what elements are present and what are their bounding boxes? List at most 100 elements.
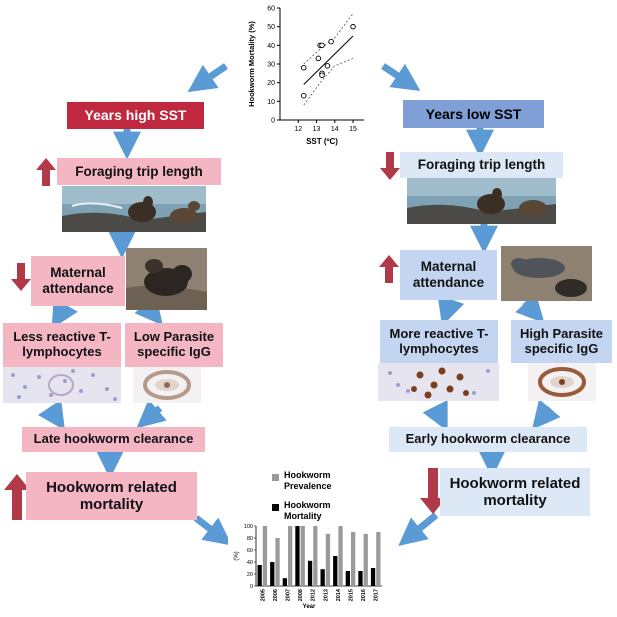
legend-swatch <box>272 504 279 511</box>
prevalence-mortality-bar-chart: HookwormPrevalenceHookwormMortality02040… <box>228 462 388 612</box>
x-tick-label: 15 <box>349 126 357 133</box>
arrow-up-icon <box>36 158 56 186</box>
left-histology-photo <box>3 367 121 403</box>
y-tick-label: 10 <box>267 99 275 106</box>
bar-prevalence <box>313 526 318 586</box>
x-tick-label: 2005 <box>260 589 266 601</box>
x-tick-label: 2015 <box>349 589 355 601</box>
x-tick-label: 2014 <box>336 588 342 601</box>
y-tick-label: 80 <box>247 536 253 542</box>
bar-prevalence <box>338 526 343 586</box>
legend-label: Hookworm <box>284 500 331 510</box>
right-clearance-box: Early hookworm clearance <box>389 427 587 452</box>
arrow-right-3 <box>437 294 465 326</box>
arrow-right-8 <box>398 512 439 546</box>
left-parasite-section-photo <box>133 367 201 403</box>
x-tick-label: 2008 <box>298 589 304 601</box>
arrow-up-icon <box>379 255 399 283</box>
arrow-right-4 <box>515 293 545 324</box>
right-igg-box: High Parasite specific IgG <box>511 320 612 363</box>
arrow-left-5 <box>37 399 65 431</box>
scatter-point <box>315 55 322 62</box>
x-tick-label: 12 <box>294 126 302 133</box>
legend-label: Mortality <box>284 511 322 521</box>
right-mortality-box: Hookworm related mortality <box>440 468 590 516</box>
x-tick-label: 14 <box>331 126 339 133</box>
bar-prevalence <box>262 526 268 586</box>
left-maternal-attendance-box: Maternal attendance <box>31 256 125 306</box>
bar-mortality <box>358 571 363 586</box>
x-tick-label: 2017 <box>374 589 380 601</box>
bar-prevalence <box>363 533 368 586</box>
right-parasite-section-photo <box>528 363 596 401</box>
legend-swatch <box>272 474 279 481</box>
left-foraging-trip-box: Foraging trip length <box>57 158 221 185</box>
arrow-left-3 <box>51 297 78 329</box>
arrow-to-high-sst <box>187 63 228 93</box>
arrow-left-6 <box>136 399 167 429</box>
scatter-point <box>300 64 307 71</box>
scatter-point <box>350 23 356 30</box>
bar-prevalence <box>325 533 331 586</box>
confidence-band-upper <box>303 13 354 65</box>
x-tick-label: 2006 <box>273 589 279 601</box>
y-axis-label: Hookworm Mortality (%) <box>247 21 256 107</box>
arrow-down-icon <box>380 152 400 180</box>
bar-mortality <box>295 526 300 586</box>
x-axis-label: Year <box>303 604 316 610</box>
x-tick-label: 2016 <box>361 589 367 601</box>
y-tick-label: 40 <box>247 560 253 566</box>
right-maternal-attendance-box: Maternal attendance <box>400 250 497 300</box>
legend-label: Hookworm <box>284 470 331 480</box>
regression-line <box>303 35 354 85</box>
y-axis-label: (%) <box>234 551 240 560</box>
arrow-down-icon <box>11 263 31 291</box>
right-seal-pup-photo <box>501 246 592 301</box>
right-histology-photo <box>378 363 499 401</box>
left-clearance-box: Late hookworm clearance <box>22 427 205 452</box>
right-foraging-trip-box: Foraging trip length <box>400 152 563 178</box>
bar-mortality <box>307 560 313 586</box>
high-sst-header: Years high SST <box>67 102 204 129</box>
y-tick-label: 60 <box>267 6 275 13</box>
low-sst-header: Years low SST <box>403 100 544 128</box>
bar-prevalence <box>275 538 280 586</box>
bar-prevalence <box>300 526 305 586</box>
scatter-point <box>319 42 325 49</box>
left-seal-pup-photo <box>126 248 207 310</box>
y-tick-label: 20 <box>247 572 253 578</box>
y-tick-label: 0 <box>250 584 253 590</box>
arrow-right-5 <box>422 399 448 432</box>
legend-label: Prevalence <box>284 481 332 491</box>
arrow-left-8 <box>193 515 232 546</box>
bar-mortality <box>257 565 262 586</box>
scatter-point <box>300 92 307 99</box>
scatter-point <box>328 38 334 45</box>
left-mortality-box: Hookworm related mortality <box>26 472 197 520</box>
x-axis-label: SST (ºC) <box>306 137 338 146</box>
y-tick-label: 100 <box>244 524 253 530</box>
confidence-band-lower <box>303 58 354 106</box>
arrow-to-low-sst <box>381 63 421 91</box>
y-tick-label: 20 <box>267 80 275 87</box>
bar-prevalence <box>376 532 381 586</box>
y-tick-label: 0 <box>271 118 275 125</box>
bar-mortality <box>282 578 287 586</box>
bar-mortality <box>333 556 338 586</box>
y-tick-label: 50 <box>267 24 275 31</box>
x-tick-label: 13 <box>313 126 321 133</box>
arrow-up-icon <box>4 474 30 520</box>
left-seal-rock-photo <box>62 186 206 232</box>
scatter-point <box>319 72 325 78</box>
y-tick-label: 60 <box>247 548 253 554</box>
y-tick-label: 30 <box>267 62 275 69</box>
left-t-lymphocytes-box: Less reactive T-lymphocytes <box>3 323 121 367</box>
y-tick-label: 40 <box>267 43 275 50</box>
bar-prevalence <box>350 532 356 586</box>
bar-prevalence <box>287 526 293 586</box>
right-seal-rock-photo <box>407 178 556 224</box>
arrow-down-icon <box>420 468 446 514</box>
right-t-lymphocytes-box: More reactive T-lymphocytes <box>380 320 498 363</box>
bar-mortality <box>345 571 350 586</box>
